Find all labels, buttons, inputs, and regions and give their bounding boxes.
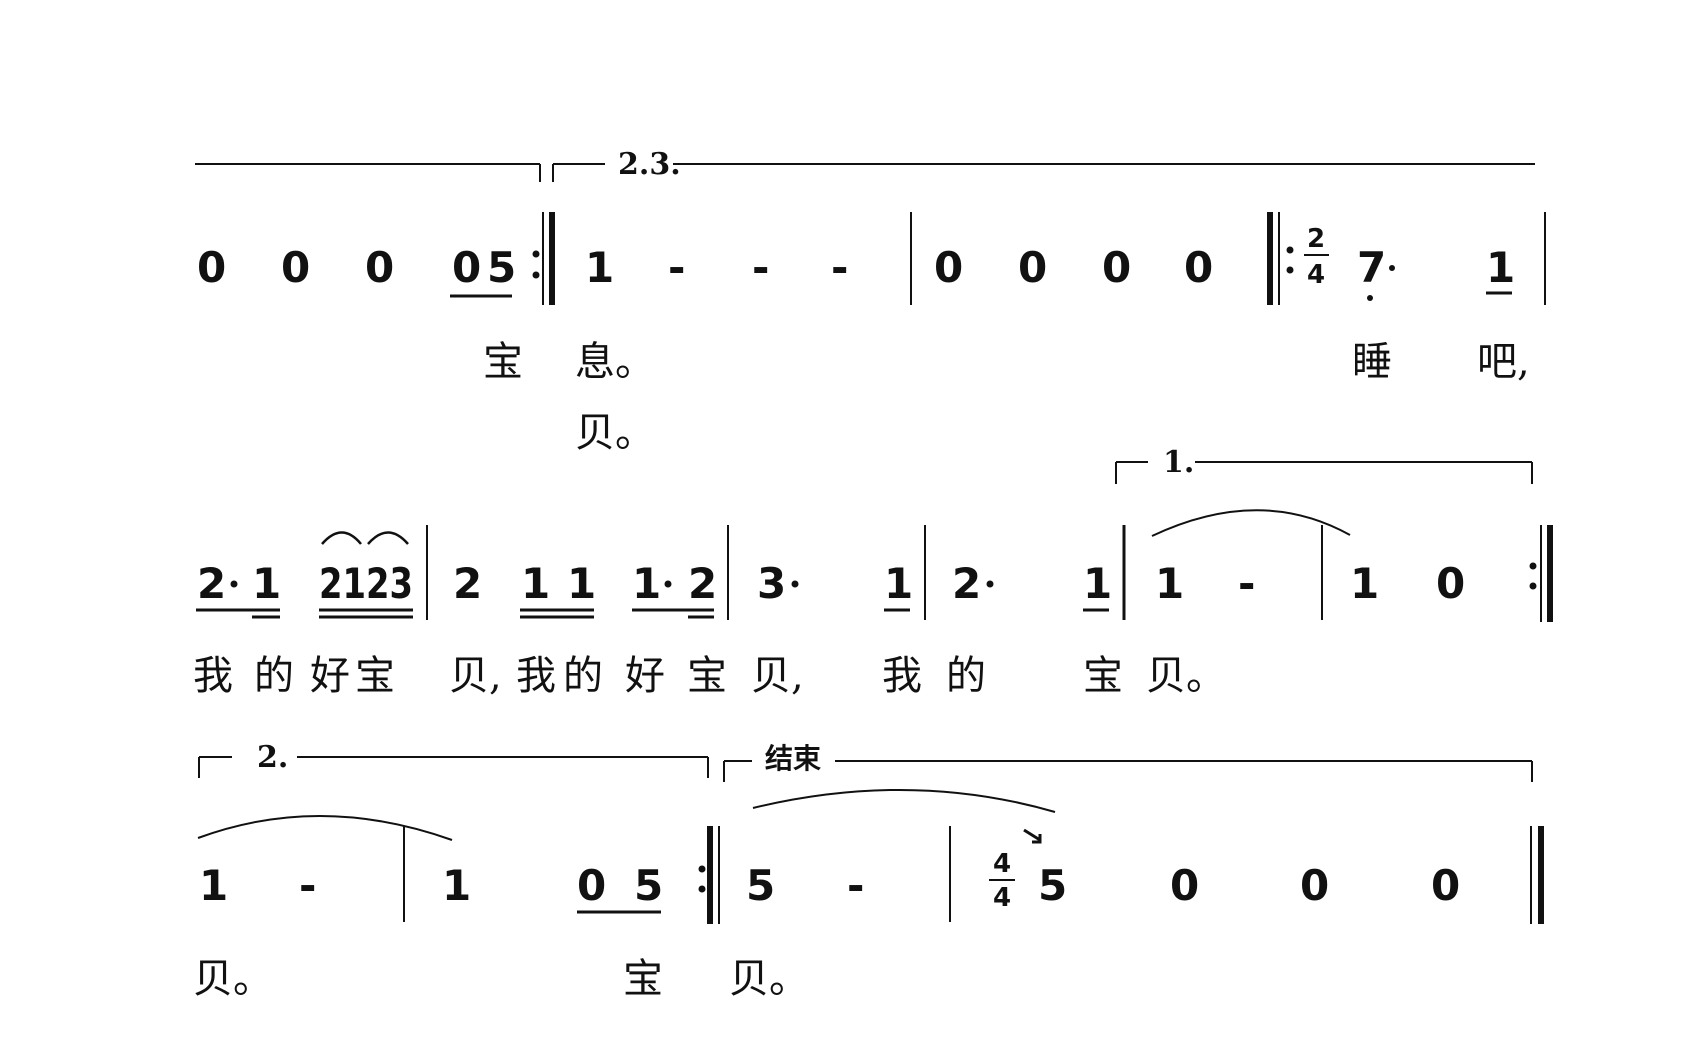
time-signature-2-4: 2 4 — [1304, 224, 1329, 290]
lyric: 贝, — [449, 653, 502, 699]
lyric: 贝。 — [193, 956, 273, 1002]
note: 1 — [585, 243, 614, 292]
augmentation-dot — [791, 580, 799, 588]
note: 1 — [1083, 559, 1112, 608]
note: 0 — [1436, 559, 1465, 608]
accent-mark-icon — [1023, 828, 1042, 844]
note: 0 — [365, 243, 394, 292]
note: 1 — [1350, 559, 1379, 608]
note: 0 — [577, 861, 606, 910]
time-signature-4-4: 4 4 — [989, 849, 1015, 913]
slur — [367, 531, 409, 545]
note: - — [752, 243, 769, 292]
note: 0 — [1431, 861, 1460, 910]
note: 0 — [1184, 243, 1213, 292]
note: - — [1238, 559, 1255, 608]
svg-text:4: 4 — [1307, 260, 1325, 290]
volta-2-3: 2.3. — [552, 147, 1535, 182]
note: 3 — [757, 559, 786, 608]
lyric: 吧, — [1477, 339, 1530, 385]
note: 1 — [442, 861, 471, 910]
system-1: 2.3. 0 0 0 0 5 1 - - - 0 0 0 0 — [195, 147, 1546, 456]
lyric: 贝。 — [729, 956, 809, 1002]
svg-text:4: 4 — [993, 849, 1011, 879]
note: 0 — [1300, 861, 1329, 910]
lyric: 宝 — [483, 339, 523, 385]
note: - — [847, 861, 864, 910]
end-repeat-barline — [532, 212, 555, 305]
note: 0 — [281, 243, 310, 292]
note: 2 — [197, 559, 226, 608]
note: 1 — [521, 559, 550, 608]
augmentation-dot — [986, 580, 994, 588]
note: 2 — [453, 559, 482, 608]
lyric: 的 — [563, 653, 603, 699]
svg-text:2: 2 — [1307, 224, 1325, 254]
lyric: 好 — [310, 653, 350, 699]
volta-2-3-label: 2.3. — [618, 147, 681, 182]
note: - — [831, 243, 848, 292]
volta-1-label: 1. — [1163, 445, 1194, 480]
lyric: 贝, — [751, 653, 804, 699]
augmentation-dot — [664, 580, 672, 588]
lyric: 宝 — [1083, 653, 1123, 699]
note: 2 — [952, 559, 981, 608]
system-2: 1. 2 1 2123 2 1 1 1 2 3 1 2 — [193, 445, 1553, 699]
note: 0 — [1018, 243, 1047, 292]
note: 1 — [1155, 559, 1184, 608]
lyric: 贝。 — [575, 410, 655, 456]
lyric: 的 — [946, 653, 986, 699]
low-octave-dot — [1367, 295, 1373, 301]
final-barline — [1530, 826, 1544, 924]
note: 0 — [934, 243, 963, 292]
lyric: 贝。 — [1146, 653, 1226, 699]
lyric: 我 — [882, 653, 922, 699]
note: 1 — [632, 559, 661, 608]
end-repeat-barline — [1529, 525, 1553, 622]
augmentation-dot — [1389, 265, 1395, 271]
note: 2 — [688, 559, 717, 608]
lyric: 息。 — [575, 339, 655, 385]
lyric: 宝 — [687, 653, 727, 699]
slur — [1151, 509, 1351, 537]
note: 0 — [452, 243, 481, 292]
note-group: 2123 — [319, 559, 413, 608]
end-repeat-barline — [698, 826, 720, 924]
svg-text:4: 4 — [993, 883, 1011, 913]
note: 1 — [199, 861, 228, 910]
lyric: 睡 — [1352, 339, 1392, 385]
slur — [321, 531, 362, 545]
system-3: 2. 结束 1 - 1 0 5 5 - — [193, 740, 1544, 1002]
volta-2-label: 2. — [257, 740, 288, 775]
lyric: 好 — [625, 653, 665, 699]
note: 5 — [634, 861, 663, 910]
note: 5 — [487, 243, 516, 292]
note: 7 — [1357, 243, 1386, 292]
start-repeat-barline — [1267, 212, 1294, 305]
note: 1 — [567, 559, 596, 608]
slur — [197, 815, 453, 841]
note: 0 — [197, 243, 226, 292]
lyric: 宝 — [623, 956, 663, 1002]
note: 0 — [1102, 243, 1131, 292]
volta-2: 2. — [198, 740, 709, 778]
ending-bracket: 结束 — [723, 742, 1533, 782]
augmentation-dot — [230, 580, 238, 588]
note: 5 — [1038, 861, 1067, 910]
note: - — [299, 861, 316, 910]
note: 0 — [1170, 861, 1199, 910]
ending-label: 结束 — [765, 742, 821, 775]
note: 1 — [1486, 243, 1515, 292]
volta-1: 1. — [1115, 445, 1533, 484]
note: 1 — [884, 559, 913, 608]
lyric: 我 — [193, 653, 233, 699]
note: 5 — [746, 861, 775, 910]
lyric: 我 — [516, 653, 556, 699]
lyric: 宝 — [355, 653, 395, 699]
lyric: 的 — [254, 653, 294, 699]
note: - — [668, 243, 685, 292]
note: 1 — [252, 559, 281, 608]
slur — [752, 789, 1056, 813]
